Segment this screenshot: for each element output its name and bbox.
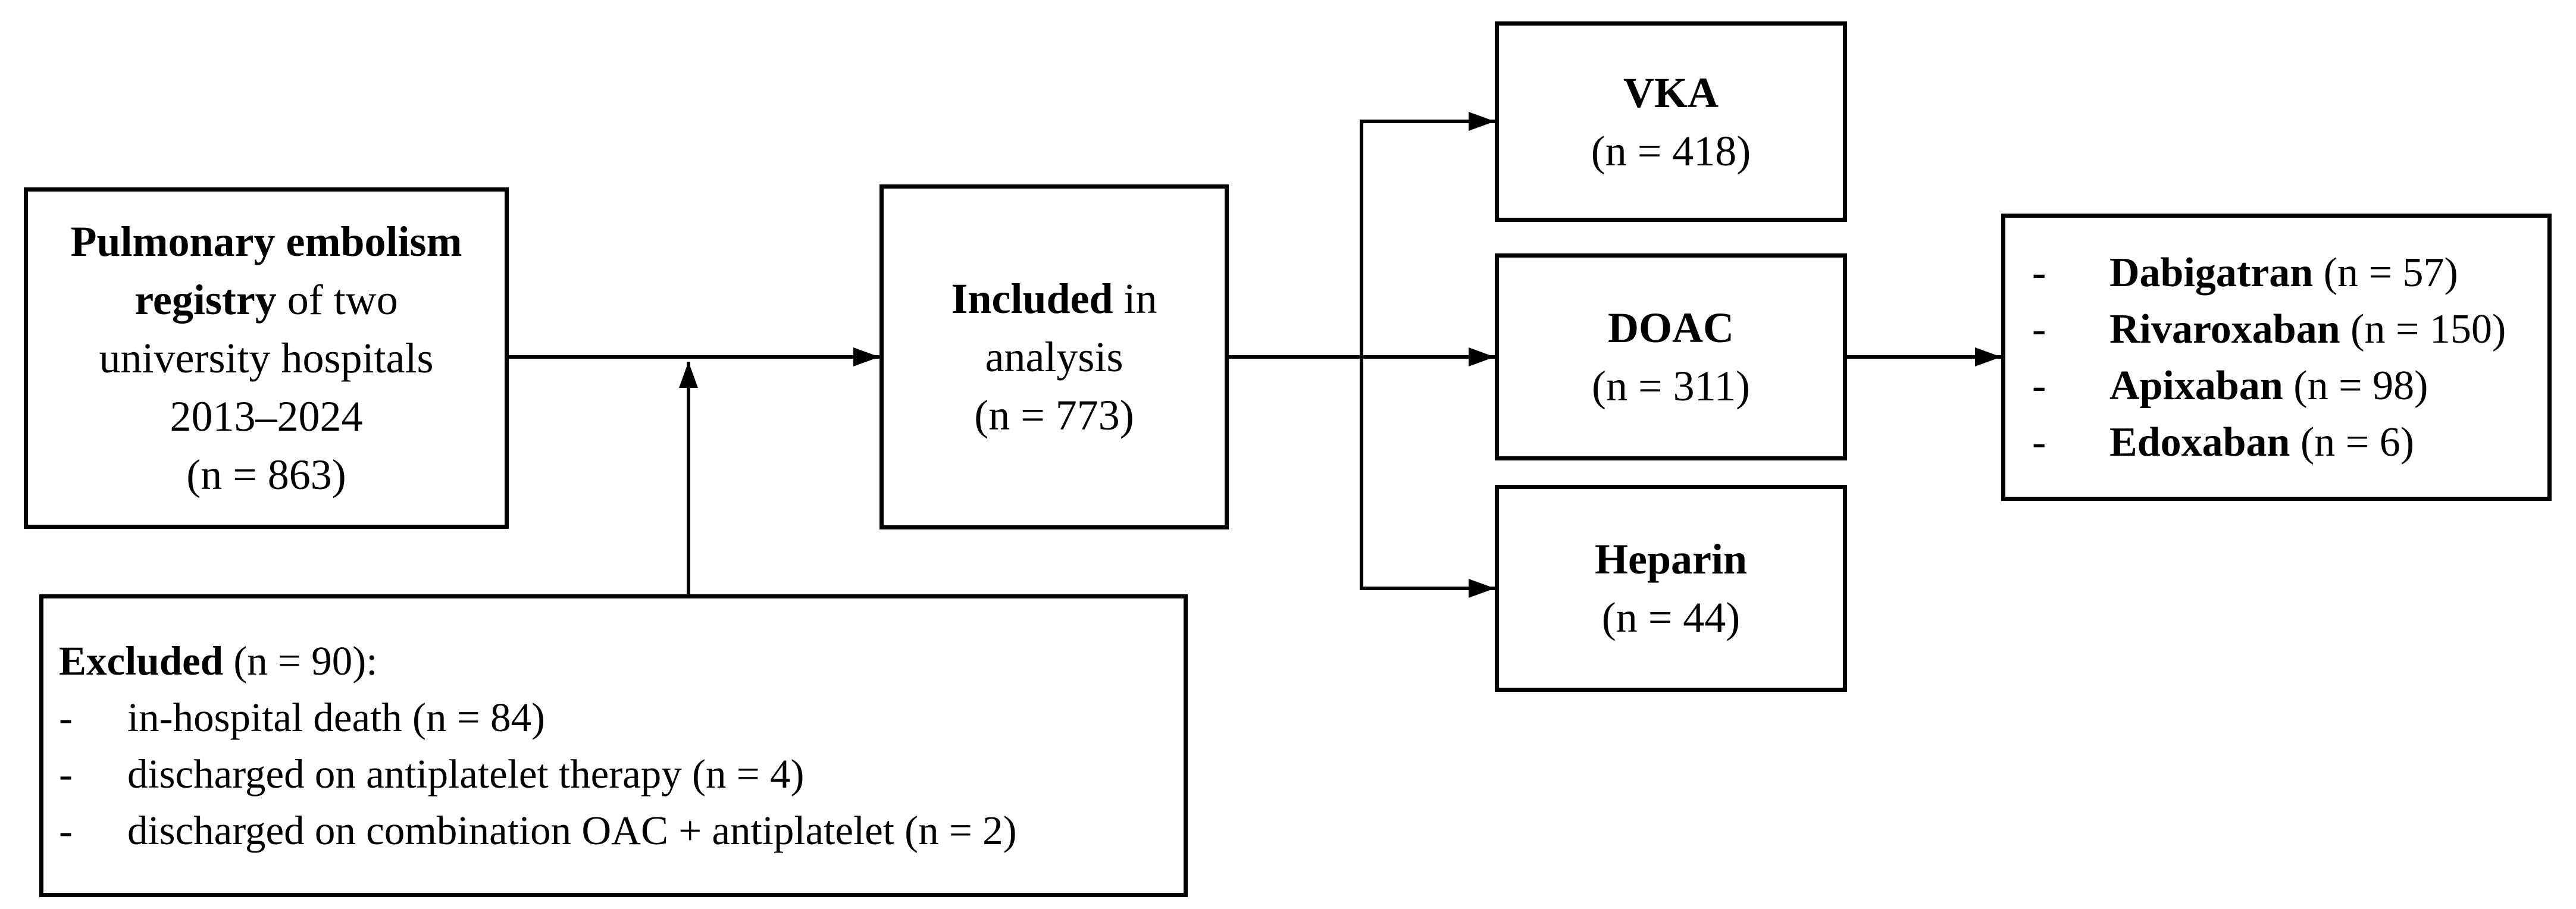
bullet-dash: - <box>59 694 73 740</box>
included-line-2: analysis <box>985 328 1123 386</box>
included-count-text: (n = 773) <box>974 391 1134 439</box>
registry-years-text: 2013–2024 <box>170 393 363 440</box>
doac-count: (n = 311) <box>1592 357 1750 415</box>
heparin-name-text: Heparin <box>1594 535 1747 583</box>
registry-line-1: Pulmonary embolism <box>71 212 462 271</box>
registry-title-bold: Pulmonary embolism <box>70 218 462 265</box>
drug-name: Rivaroxaban <box>2109 306 2340 352</box>
included-line-1: Included in <box>951 269 1157 328</box>
registry-count: (n = 863) <box>186 446 346 504</box>
drug-name: Edoxaban <box>2109 419 2290 465</box>
included-title-bold: Included <box>951 275 1113 322</box>
bullet-dash: - <box>2032 419 2046 465</box>
included-box: Included in analysis (n = 773) <box>879 184 1229 529</box>
doac-name-text: DOAC <box>1608 304 1734 352</box>
drug-name: Apixaban <box>2109 362 2283 409</box>
excluded-title-count: (n = 90): <box>223 638 378 684</box>
heparin-count-text: (n = 44) <box>1601 594 1741 641</box>
registry-line-3: university hospitals <box>99 329 434 387</box>
drug-count: (n = 6) <box>2300 419 2415 465</box>
vka-name-text: VKA <box>1623 68 1719 117</box>
excluded-title: Excluded (n = 90): <box>59 633 1178 689</box>
registry-years: 2013–2024 <box>170 387 363 446</box>
included-count: (n = 773) <box>974 386 1134 444</box>
excluded-item-combination: - discharged on combination OAC + antipl… <box>59 803 1178 859</box>
excluded-item-death: - in-hospital death (n = 84) <box>59 689 1178 746</box>
vka-count-text: (n = 418) <box>1591 127 1751 175</box>
doac-box: DOAC (n = 311) <box>1495 253 1847 460</box>
excluded-item-text: in-hospital death (n = 84) <box>127 694 545 740</box>
doac-name: DOAC <box>1608 299 1734 357</box>
heparin-name: Heparin <box>1595 530 1747 588</box>
heparin-count: (n = 44) <box>1602 588 1741 647</box>
registry-box: Pulmonary embolism registry of two unive… <box>24 187 509 529</box>
detail-item-edoxaban: - Edoxaban (n = 6) <box>2032 414 2547 471</box>
excluded-item-text: discharged on combination OAC + antiplat… <box>127 807 1017 853</box>
included-text: in <box>1113 275 1157 322</box>
vka-count: (n = 418) <box>1591 122 1751 180</box>
drug-count: (n = 98) <box>2293 362 2428 409</box>
drug-name: Dabigatran <box>2109 249 2314 296</box>
vka-box: VKA (n = 418) <box>1495 21 1847 222</box>
vka-name: VKA <box>1623 64 1719 122</box>
heparin-box: Heparin (n = 44) <box>1495 485 1847 692</box>
drug-count: (n = 150) <box>2350 306 2506 352</box>
registry-line-2: registry of two <box>134 271 398 329</box>
registry-text-2: university hospitals <box>99 334 434 382</box>
bullet-dash: - <box>59 751 73 797</box>
excluded-title-bold: Excluded <box>59 638 224 684</box>
excluded-box: Excluded (n = 90): - in-hospital death (… <box>39 594 1188 897</box>
bullet-dash: - <box>59 807 73 853</box>
bullet-dash: - <box>2032 362 2046 409</box>
excluded-item-antiplatelet: - discharged on antiplatelet therapy (n … <box>59 746 1178 803</box>
doac-detail-box: - Dabigatran (n = 57) - Rivaroxaban (n =… <box>2001 214 2552 501</box>
doac-count-text: (n = 311) <box>1592 362 1750 410</box>
detail-item-rivaroxaban: - Rivaroxaban (n = 150) <box>2032 301 2547 358</box>
detail-item-dabigatran: - Dabigatran (n = 57) <box>2032 245 2547 301</box>
excluded-item-text: discharged on antiplatelet therapy (n = … <box>127 751 805 797</box>
registry-text: of two <box>276 276 398 324</box>
registry-count-text: (n = 863) <box>186 451 346 499</box>
registry-title-bold-2: registry <box>134 276 277 324</box>
drug-count: (n = 57) <box>2323 249 2458 296</box>
detail-item-apixaban: - Apixaban (n = 98) <box>2032 358 2547 414</box>
bullet-dash: - <box>2032 306 2046 352</box>
included-text-2: analysis <box>985 333 1123 381</box>
bullet-dash: - <box>2032 249 2046 296</box>
